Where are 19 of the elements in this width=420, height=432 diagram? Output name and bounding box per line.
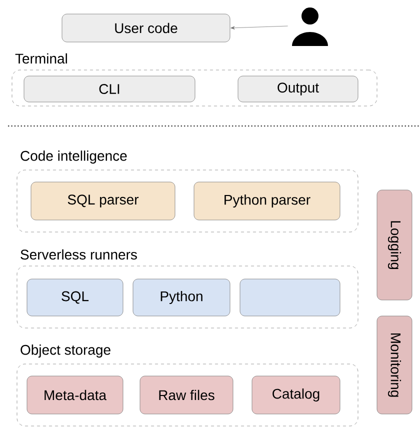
node-label: Code intelligence <box>20 150 127 164</box>
component-box <box>240 278 340 316</box>
node-label: Serverless runners <box>20 249 137 260</box>
component-box: Monitoring <box>376 316 412 414</box>
component-box: Meta-data <box>26 376 124 414</box>
arrow <box>230 26 288 30</box>
component-box: Python <box>132 278 230 316</box>
component-box: Logging <box>376 190 412 300</box>
component-box: Raw files <box>140 376 234 414</box>
component-box: Python parser <box>194 182 340 220</box>
person-icon <box>292 8 328 46</box>
component-box: Catalog <box>252 376 340 414</box>
component-box: SQL parser <box>30 182 176 220</box>
component-box: User code <box>62 14 230 42</box>
component-box: CLI <box>24 76 196 102</box>
component-box: SQL <box>26 278 124 316</box>
node-label: Terminal <box>15 53 67 64</box>
node-label: Object storage <box>20 344 110 358</box>
component-box: Output <box>238 76 358 102</box>
